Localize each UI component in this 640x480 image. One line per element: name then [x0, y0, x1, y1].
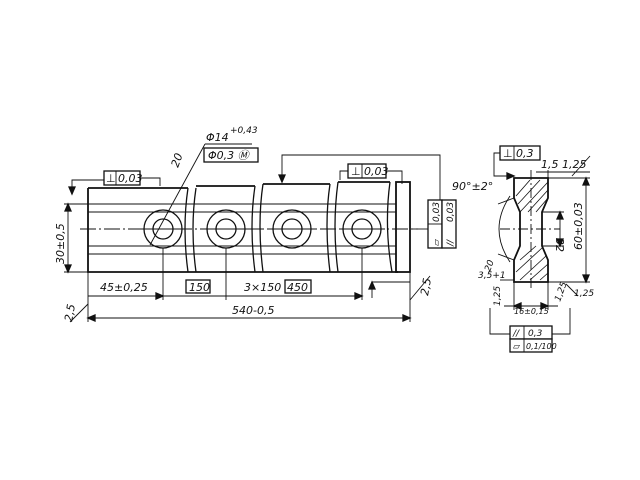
- flat-vert-symbol: ▱: [432, 239, 442, 246]
- sec-32-text: 32: [553, 238, 566, 252]
- pitch-45-text: 45±0,25: [100, 281, 148, 294]
- sec-125-br-text: 1,25: [574, 289, 594, 299]
- sec-parallel-symbol: //: [512, 329, 520, 339]
- break-line-2: [251, 185, 256, 273]
- perp-frame-right: ⊥ 0,03: [278, 154, 441, 200]
- hole-4: [339, 209, 385, 249]
- section-height-dims: 32 60±0,03: [542, 176, 590, 284]
- vertical-tolerance-frames: ▱ 0,03 // 0,03: [412, 199, 457, 249]
- part-front-view: [80, 181, 418, 273]
- sec-flat-value: 0,1/100: [526, 342, 557, 351]
- perp-left-value: 0,03: [118, 172, 143, 185]
- angle-text: 90°±2°: [452, 180, 493, 193]
- overall-length-text: 540-0,5: [232, 304, 274, 317]
- sec-parallel-value: 0,3: [528, 329, 543, 339]
- edge-25-left-text: 2,5: [62, 303, 78, 322]
- section-view: [500, 170, 560, 290]
- part-end-block: [395, 181, 411, 273]
- break-line-3b: [334, 181, 339, 273]
- sec-20-text: 20: [483, 259, 496, 273]
- parallel-vert-symbol: //: [446, 239, 456, 247]
- dim-height-30: 30±0,5: [54, 202, 88, 274]
- section-top-dims: 1,5 1,25: [536, 155, 591, 178]
- pitch-sum-box-text: 450: [287, 281, 308, 294]
- sec-16-text: 16±0,15: [514, 307, 549, 316]
- height-30-text: 30±0,5: [54, 223, 67, 264]
- sec-perp-symbol: ⊥: [503, 147, 513, 160]
- pitch-sum-text: 3×150 =: [244, 281, 294, 294]
- hole-2: [203, 209, 249, 249]
- dim-overall-length: 540-0,5 2,5: [62, 272, 412, 323]
- position-tolerance-text: Φ0,3 Ⓜ: [208, 149, 251, 162]
- perp-left-symbol: ⊥: [106, 172, 116, 185]
- perp-right-value: 0,03: [364, 165, 389, 178]
- flat-vert-value: 0,03: [432, 202, 442, 222]
- dim-angle: 90°±2° 20: [452, 180, 515, 273]
- pitch-150-text: 150: [189, 281, 210, 294]
- hole-1: [140, 209, 186, 249]
- position-tolerance-frame: [203, 147, 259, 163]
- section-perp-frame: ⊥ 0,3: [493, 145, 541, 180]
- section-hatch-lower: [515, 245, 549, 281]
- break-line-4: [386, 181, 393, 273]
- sec-flat-symbol: ▱: [513, 342, 520, 352]
- hole-3: [269, 209, 315, 249]
- sec-125-bl-text: 1,25: [493, 286, 503, 306]
- hole-diameter-text: Φ14: [206, 131, 229, 144]
- dim-pitch-row: 45±0,25 150 3×150 = 450: [88, 248, 364, 300]
- sec-125-top-text: 1,25: [562, 158, 587, 171]
- perp-right-symbol: ⊥: [351, 165, 361, 178]
- break-line-3: [326, 183, 331, 273]
- hole-diameter-callout: Φ14 +0,43 Φ0,3 Ⓜ 20: [149, 126, 259, 246]
- section-lower-frames: // 0,3 ▱ 0,1/100: [489, 308, 571, 353]
- break-line-2b: [259, 183, 264, 273]
- sec-125-bm-text: 1,25: [553, 281, 569, 304]
- break-line-1: [184, 187, 189, 273]
- chamfer-20-text: 20: [169, 151, 186, 169]
- edge-25-right-text: 2,5: [418, 277, 434, 296]
- hole-tolerance-text: +0,43: [230, 126, 258, 136]
- parallel-vert-value: 0,03: [446, 202, 456, 222]
- sec-60-text: 60±0,03: [572, 202, 585, 250]
- section-bottom-dims: 3,5+1 16±0,15 1,25 1,25 1,25: [478, 271, 594, 316]
- sec-perp-value: 0,3: [516, 147, 534, 160]
- perp-frame-left: ⊥ 0,03: [68, 170, 161, 196]
- break-line-1b: [192, 187, 197, 273]
- sec-35-text: 3,5+1: [478, 271, 506, 281]
- dim-edge-right: 2,5: [368, 275, 434, 301]
- sec-15-text: 1,5: [541, 158, 559, 171]
